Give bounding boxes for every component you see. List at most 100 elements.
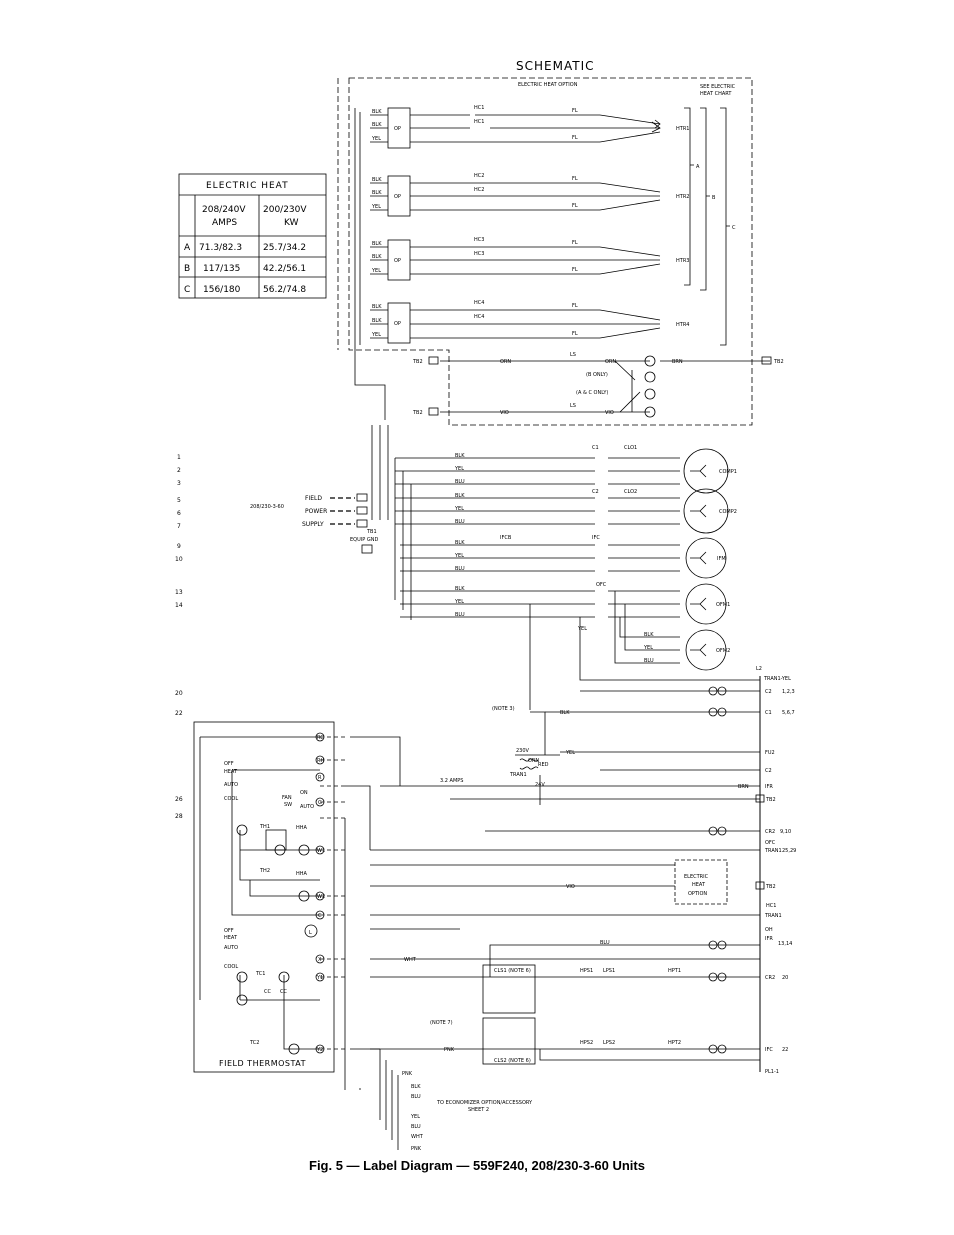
line-number: 2: [177, 467, 181, 474]
field-thermostat-box: [193, 721, 335, 1073]
electric-heat-option-2-line: ELECTRIC: [684, 874, 709, 880]
fan-option: AUTO: [224, 782, 238, 788]
wire-yel: YEL: [643, 645, 653, 651]
tran1-label: TRAN1: [509, 772, 527, 778]
wire-brn: BRN: [738, 784, 749, 790]
l2-label: L2: [756, 666, 762, 672]
note7-label: (NOTE 7): [430, 1020, 453, 1026]
heater-branch-1: [370, 107, 661, 149]
fan-sw-label: SW: [284, 802, 292, 808]
hha-label: HHA: [296, 871, 308, 877]
ref-label: 5,6,7: [782, 710, 795, 716]
ref-label: IFR: [765, 936, 773, 942]
ref-label: TB2: [765, 797, 776, 803]
op-label: OP: [394, 194, 401, 200]
heater-wire-label: YEL: [371, 268, 381, 274]
th2-label: TH2: [259, 868, 270, 874]
wire-pnk: PNK: [444, 1047, 455, 1053]
heater-branch-2: [370, 175, 661, 217]
ref-label: PL1-1: [765, 1069, 779, 1075]
fan-option: HEAT: [224, 935, 238, 941]
heat-table-title: ELECTRIC HEAT: [206, 181, 289, 191]
electric-heat-table: ELECTRIC HEAT 208/240V AMPS 200/230V KW …: [178, 173, 327, 299]
hpt1-label: HPT1: [668, 968, 681, 974]
comp2-symbol: [683, 488, 729, 534]
line-numbers: 1 2 3 5 6 7 9 10 13 14 20 22 26 28: [175, 454, 183, 820]
line-number: 10: [175, 556, 183, 563]
wire-yel: YEL: [454, 599, 464, 605]
cls2-label: CLS2 (NOTE 6): [494, 1058, 531, 1064]
heater-wire-label: BLK: [372, 254, 382, 260]
ref-label: FU2: [765, 750, 775, 756]
fl-label: FL: [572, 135, 578, 141]
hc-aux-label: HC3: [474, 251, 484, 257]
wire-blk: BLK: [455, 493, 465, 499]
schematic-title: SCHEMATIC: [516, 59, 594, 73]
see-chart-note-1: SEE ELECTRIC: [700, 84, 736, 90]
terminal-label: R: [318, 775, 322, 781]
ref-label: CR2: [765, 829, 775, 835]
heater-wire-label: YEL: [371, 332, 381, 338]
terminal-label: W1: [317, 848, 325, 854]
bottom-wire: WHT: [411, 1134, 424, 1140]
hc-label: HC2: [474, 173, 484, 179]
terminal-label: RH: [317, 758, 324, 764]
terminal-label: G: [318, 800, 322, 806]
hps1-label: HPS1: [580, 968, 593, 974]
ofm2-symbol: [685, 629, 727, 671]
comp1-symbol: [683, 448, 729, 494]
heat-table-kw-cell: 42.2/56.1: [263, 264, 306, 274]
yel-tap-label: YEL: [577, 626, 587, 632]
wire-blu: BLU: [600, 940, 610, 946]
c2-label: C2: [592, 489, 599, 495]
heat-table-kw-cell: 56.2/74.8: [263, 285, 306, 295]
hc-label: HC3: [474, 237, 484, 243]
hc-aux-label: HC2: [474, 187, 484, 193]
ref-label: 25,29: [782, 848, 796, 854]
lps2-label: LPS2: [603, 1040, 615, 1046]
heat-table-amps-cell: 117/135: [203, 264, 240, 274]
ifc-label: IFC: [592, 535, 600, 541]
supply-supply-label: SUPPLY: [302, 521, 324, 528]
line-number: 1: [177, 454, 181, 461]
line-number: 22: [175, 710, 183, 717]
wire-blk: BLK: [455, 540, 465, 546]
economizer-note: TO ECONOMIZER OPTION/ACCESSORY: [436, 1100, 533, 1106]
hc-aux-label: HC1: [474, 119, 484, 125]
wire-blu: BLU: [455, 519, 465, 525]
comp2-label: COMP2: [719, 509, 737, 515]
hps2-label: HPS2: [580, 1040, 593, 1046]
ifm-symbol: [685, 537, 727, 579]
terminal-label: X: [318, 957, 322, 963]
bottom-wire: BLU: [411, 1124, 421, 1130]
brn-wire-label: BRN: [672, 359, 683, 365]
wire-blk: BLK: [455, 453, 465, 459]
bracket-c: C: [732, 225, 736, 231]
ref-label: C2: [765, 689, 772, 695]
ref-label: 13,14: [778, 941, 792, 947]
ls-label: LS: [570, 403, 576, 409]
fan-option: AUTO: [224, 945, 238, 951]
hpt2-label: HPT2: [668, 1040, 681, 1046]
fan-sw-label: FAN: [282, 795, 292, 801]
ref-label: IFC: [765, 1047, 773, 1053]
electric-heat-option-2-line: HEAT: [692, 882, 706, 888]
ref-label: TRAN1: [764, 913, 782, 919]
heat-table-row-key: B: [184, 264, 190, 274]
ref-label: 22: [782, 1047, 788, 1053]
cc-label: CC: [264, 989, 271, 995]
heat-table-row-key: A: [184, 243, 191, 253]
electric-heat-option-box-2: [674, 859, 728, 905]
wire-wht: WHT: [404, 957, 417, 963]
heater-wire-label: BLK: [372, 318, 382, 324]
fan-option: COOL: [224, 796, 238, 802]
wire-vio: VIO: [566, 884, 575, 890]
v230-label: 230V: [516, 748, 530, 754]
supply-power-label: POWER: [305, 508, 327, 515]
hc-aux-label: HC4: [474, 314, 484, 320]
vio-wire-label: VIO: [500, 410, 509, 416]
th1-label: TH1: [259, 824, 270, 830]
line-number: 26: [175, 796, 183, 803]
wire-yel: YEL: [565, 750, 575, 756]
